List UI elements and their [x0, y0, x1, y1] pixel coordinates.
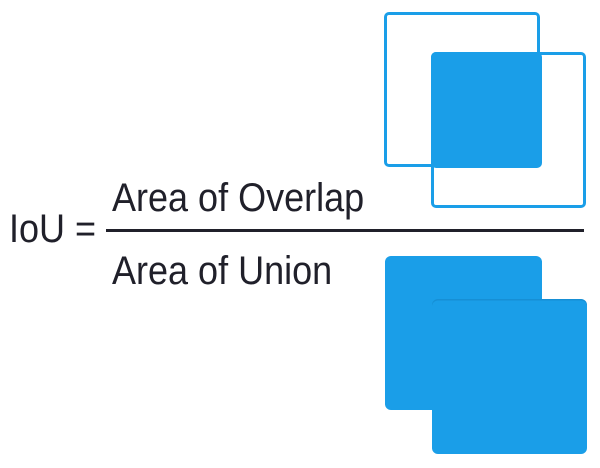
- formula-numerator: Area of Overlap: [112, 176, 365, 220]
- formula-denominator: Area of Union: [112, 249, 333, 293]
- formula-lhs: IoU =: [9, 207, 97, 251]
- fraction-line: [106, 229, 584, 232]
- union-box-b-fill: [432, 299, 587, 454]
- intersection-fill: [431, 52, 542, 168]
